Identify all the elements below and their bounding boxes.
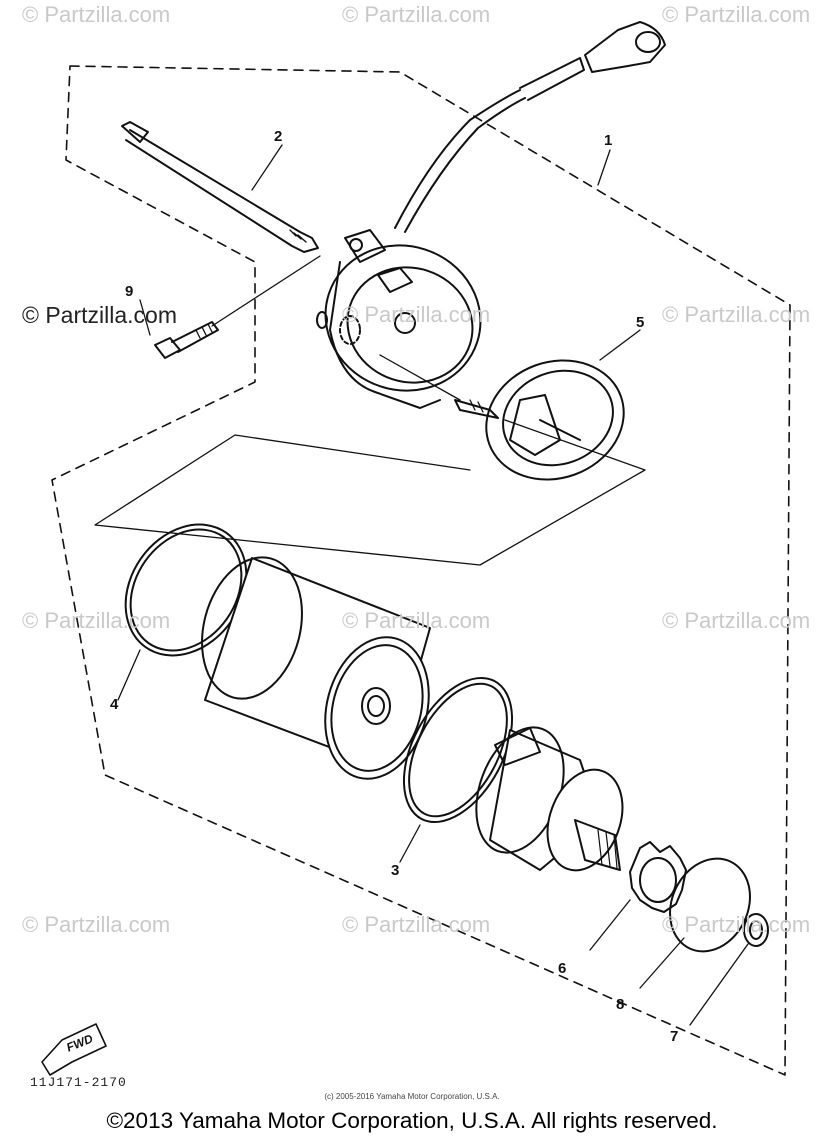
watermark: © Partzilla.com (22, 912, 171, 937)
watermark: © Partzilla.com (342, 302, 491, 327)
yoke (201, 556, 431, 780)
rear-cover (316, 229, 482, 409)
watermark: © Partzilla.com (22, 608, 171, 633)
watermark: © Partzilla.com (342, 912, 491, 937)
through-bolt (121, 121, 319, 253)
watermark: © Partzilla.com (342, 2, 491, 27)
assembly-boundary-dashed (51, 65, 791, 1076)
watermark: © Partzilla.com (662, 2, 811, 27)
callout-7: 7 (670, 1028, 679, 1045)
watermark: © Partzilla.com (22, 302, 177, 328)
ring-8 (669, 857, 751, 953)
watermark: © Partzilla.com (662, 608, 811, 633)
front-cover (475, 726, 624, 872)
brush-holder (94, 354, 646, 566)
callout-2: 2 (274, 128, 283, 145)
callout-9: 9 (125, 283, 134, 300)
copyright-notice: ©2013 Yamaha Motor Corporation, U.S.A. A… (106, 1108, 718, 1133)
pinion-gear (589, 841, 687, 951)
wire-lead (394, 21, 666, 233)
o-ring-3 (402, 676, 514, 824)
small-copyright: (c) 2005-2016 Yamaha Motor Corporation, … (324, 1092, 500, 1101)
callout-1: 1 (604, 132, 613, 149)
callout-6: 6 (558, 960, 567, 977)
callout-8: 8 (616, 996, 625, 1013)
watermark: © Partzilla.com (662, 912, 811, 937)
diagram-code: 11J171-2170 (30, 1075, 127, 1090)
clip-7 (689, 913, 769, 1026)
bolt-9 (154, 255, 321, 359)
callout-4: 4 (110, 696, 119, 713)
watermark: © Partzilla.com (22, 2, 171, 27)
callout-5: 5 (636, 314, 645, 331)
fwd-arrow-icon (41, 1023, 107, 1076)
callout-3: 3 (391, 862, 400, 879)
watermark: © Partzilla.com (342, 608, 491, 633)
watermark: © Partzilla.com (662, 302, 811, 327)
